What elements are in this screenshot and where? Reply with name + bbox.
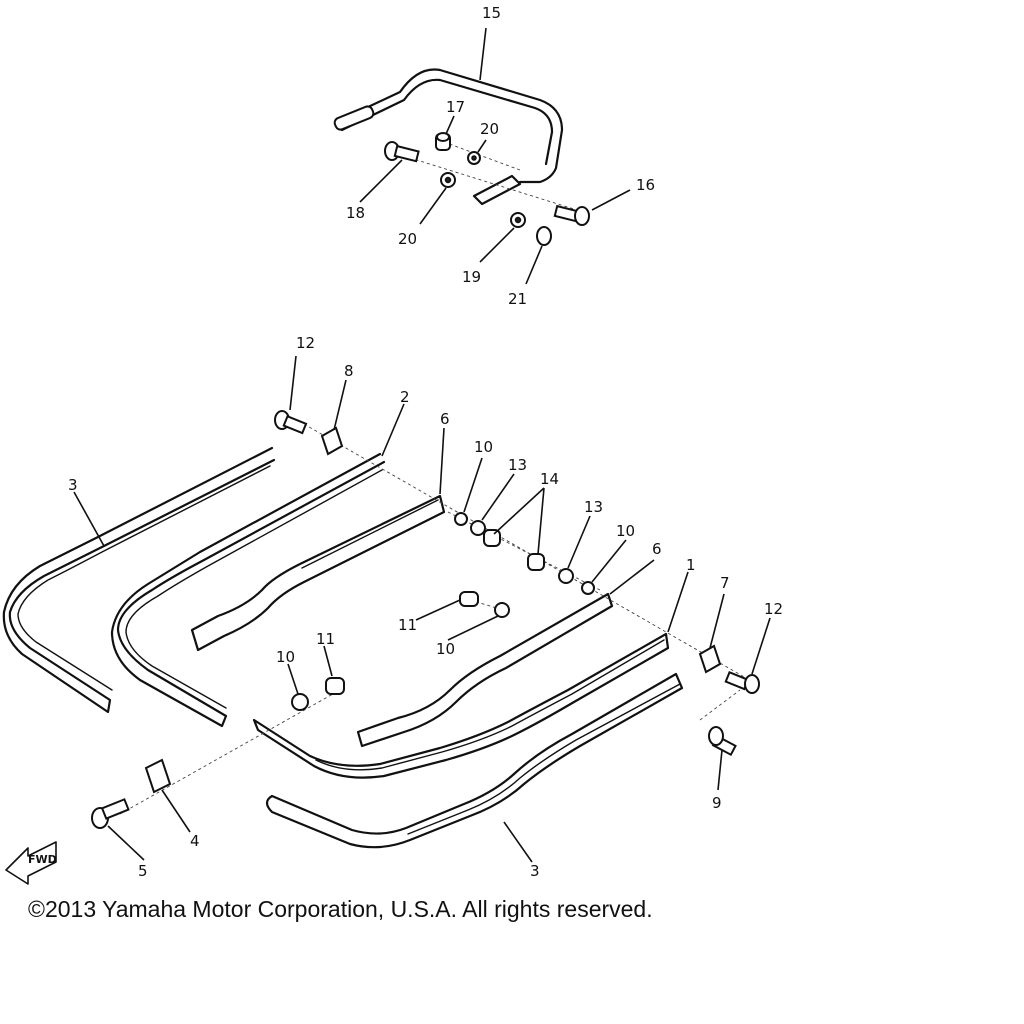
spacer-11-b <box>325 677 345 695</box>
callout-11-b: 11 <box>316 630 335 648</box>
bumper-3-right <box>265 672 684 849</box>
callout-10-a: 10 <box>474 438 493 456</box>
callout-9: 9 <box>712 794 722 812</box>
callout-13-b: 13 <box>584 498 603 516</box>
fwd-arrow-icon: FWD <box>5 841 57 885</box>
callout-20-lower: 20 <box>398 230 417 248</box>
bracket-4 <box>144 758 172 794</box>
callout-3-left: 3 <box>68 476 78 494</box>
spacer-17 <box>435 132 451 151</box>
rail-6-left <box>190 494 446 652</box>
callout-10-d: 10 <box>276 648 295 666</box>
bracket-7 <box>698 644 722 674</box>
callout-15: 15 <box>482 4 501 22</box>
callout-16: 16 <box>636 176 655 194</box>
spacer-14-a <box>483 529 501 547</box>
callout-10-c: 10 <box>436 640 455 658</box>
bolt-5 <box>91 798 130 829</box>
washer-10-a <box>454 512 468 526</box>
copyright-notice: ©2013 Yamaha Motor Corporation, U.S.A. A… <box>28 896 653 922</box>
callout-5: 5 <box>138 862 148 880</box>
bumper-3-left <box>2 446 276 714</box>
leader-lines <box>73 27 771 863</box>
callout-21: 21 <box>508 290 527 308</box>
washer-10-d <box>291 693 309 711</box>
callout-11-a: 11 <box>398 616 417 634</box>
washer-10-b <box>581 581 595 595</box>
callout-3-right: 3 <box>530 862 540 880</box>
callout-1: 1 <box>686 556 696 574</box>
bolt-12-right <box>724 670 760 694</box>
callout-6-right: 6 <box>652 540 662 558</box>
callout-7: 7 <box>720 574 730 592</box>
callout-12-left: 12 <box>296 334 315 352</box>
spacer-14-b <box>527 553 545 571</box>
callout-19: 19 <box>462 268 481 286</box>
bracket-8 <box>320 426 344 456</box>
callout-13-a: 13 <box>508 456 527 474</box>
callout-6-left: 6 <box>440 410 450 428</box>
rail-6-right <box>356 592 614 748</box>
callout-12-right: 12 <box>764 600 783 618</box>
callout-4: 4 <box>190 832 200 850</box>
callout-8: 8 <box>344 362 354 380</box>
fwd-label: FWD <box>28 853 57 866</box>
callout-20-upper: 20 <box>480 120 499 138</box>
callout-2: 2 <box>400 388 410 406</box>
washer-13-a <box>470 520 486 536</box>
spacer-11-a <box>459 591 479 607</box>
lower-hardware <box>91 410 761 829</box>
callout-18: 18 <box>346 204 365 222</box>
nut-21 <box>536 226 552 246</box>
callout-10-b: 10 <box>616 522 635 540</box>
bolt-18 <box>384 141 420 163</box>
washer-13-b <box>558 568 574 584</box>
frame-2-left-outer <box>110 452 386 728</box>
upper-hardware <box>384 132 591 246</box>
handle-bar-part-15 <box>333 68 564 206</box>
callout-17: 17 <box>446 98 465 116</box>
bolt-12-left <box>274 410 308 435</box>
callouts: 15 17 20 16 18 20 19 21 12 8 2 6 10 13 1… <box>68 4 783 880</box>
bolt-9 <box>708 726 737 757</box>
washer-10-c <box>494 602 510 618</box>
bolt-16 <box>553 204 590 226</box>
callout-14: 14 <box>540 470 559 488</box>
frame-1-right <box>252 632 670 779</box>
